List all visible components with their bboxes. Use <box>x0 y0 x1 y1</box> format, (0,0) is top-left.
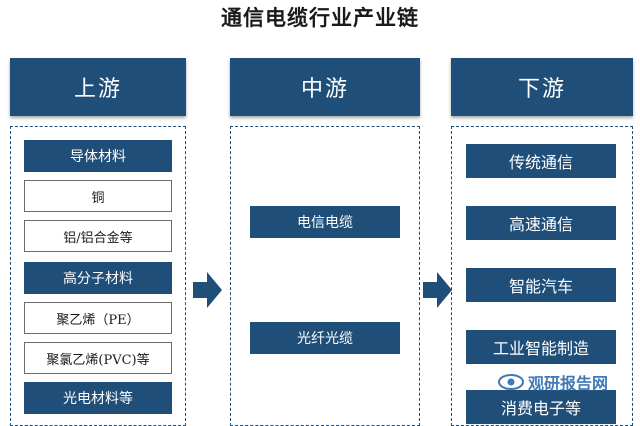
upstream-item-conductor: 导体材料 <box>24 140 172 172</box>
watermark-text: 观研报告网 <box>528 374 609 393</box>
upstream-header: 上游 <box>10 58 186 116</box>
midstream-header: 中游 <box>230 58 420 116</box>
downstream-item-smart-car: 智能汽车 <box>466 268 616 302</box>
arrow-right-icon <box>423 272 452 308</box>
midstream-item-telecom-cable: 电信电缆 <box>250 206 400 238</box>
arrow-right-icon <box>193 272 222 308</box>
watermark-logo-icon <box>498 374 524 390</box>
midstream-box <box>230 126 420 426</box>
downstream-item-consumer-electronics: 消费电子等 <box>466 390 616 424</box>
upstream-item-optoelectronic: 光电材料等 <box>24 382 172 414</box>
downstream-item-industrial-manufacturing: 工业智能制造 <box>466 330 616 364</box>
midstream-item-fiber-cable: 光纤光缆 <box>250 322 400 354</box>
diagram-title: 通信电缆行业产业链 <box>221 5 419 30</box>
upstream-item-copper: 铜 <box>24 180 172 212</box>
downstream-header: 下游 <box>451 58 633 116</box>
watermark: 观研报告网 <box>498 369 640 395</box>
upstream-item-pvc: 聚氯乙烯(PVC)等 <box>24 342 172 374</box>
upstream-item-polymer: 高分子材料 <box>24 262 172 294</box>
downstream-item-highspeed-comm: 高速通信 <box>466 206 616 240</box>
upstream-item-aluminum: 铝/铝合金等 <box>24 220 172 252</box>
downstream-item-traditional-comm: 传统通信 <box>466 144 616 178</box>
upstream-item-pe: 聚乙烯（PE） <box>24 302 172 334</box>
